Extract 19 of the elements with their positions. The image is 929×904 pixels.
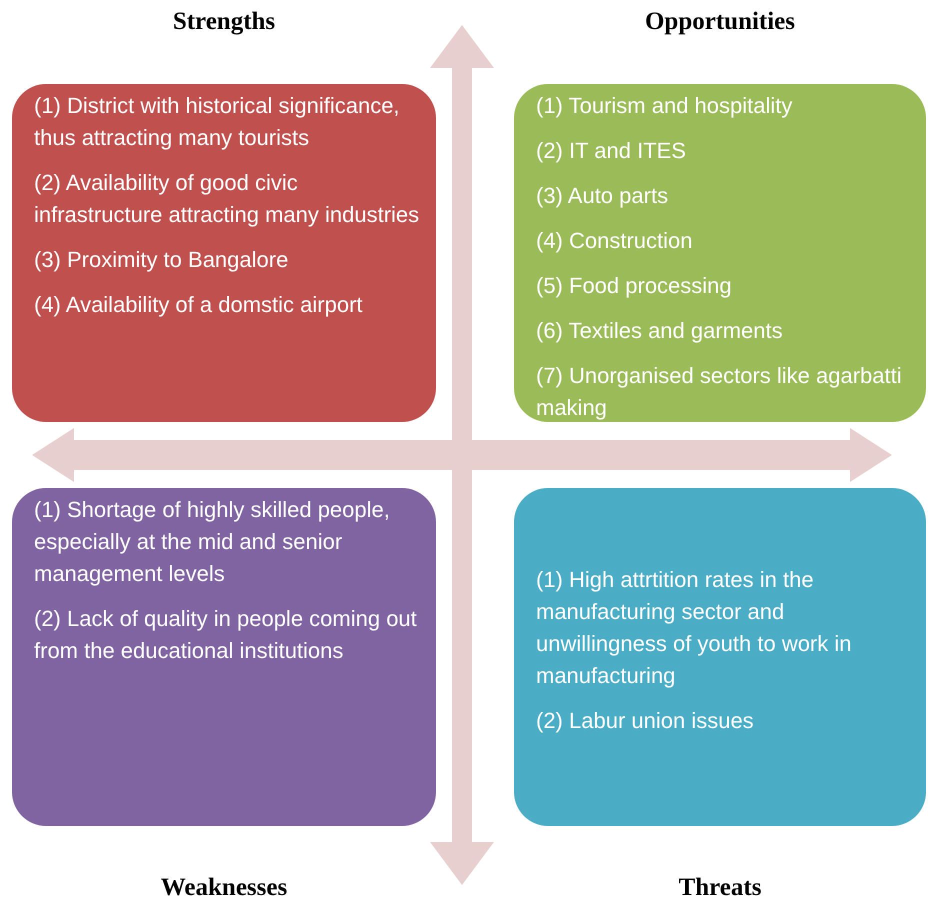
list-item: (7) Unorganised sectors like agarbatti making (536, 362, 903, 422)
quadrant-heading: Threats (678, 874, 762, 902)
list-item: (2) Labur union issues (536, 707, 755, 735)
quadrant-heading: Weaknesses (160, 874, 288, 902)
quadrant-heading: Opportunities (644, 8, 796, 36)
list-item: (2) Lack of quality in people coming out from the educational institutions (34, 605, 418, 665)
list-item: (2) Availability of good civic infrastructure attracting many industries (34, 169, 420, 229)
quadrant-heading: Strengths (172, 8, 276, 36)
list-item: (6) Textiles and garments (536, 317, 784, 345)
list-item: (4) Availability of a domstic airport (34, 291, 364, 319)
list-item: (1) High attrtition rates in the manufacturing sector and unwillingness of youth to work in manufacturing (536, 566, 852, 690)
list-item: (2) IT and ITES (536, 137, 687, 165)
list-item: (1) Shortage of highly skilled people, especially at the mid and senior management levels (34, 496, 391, 588)
list-item: (5) Food processing (536, 272, 733, 300)
list-item: (4) Construction (536, 227, 694, 255)
list-item: (3) Auto parts (536, 182, 670, 210)
list-item: (1) Tourism and hospitality (536, 92, 794, 120)
list-item: (3) Proximity to Bangalore (34, 246, 290, 274)
list-item: (1) District with historical significance, thus attracting many tourists (34, 92, 401, 152)
